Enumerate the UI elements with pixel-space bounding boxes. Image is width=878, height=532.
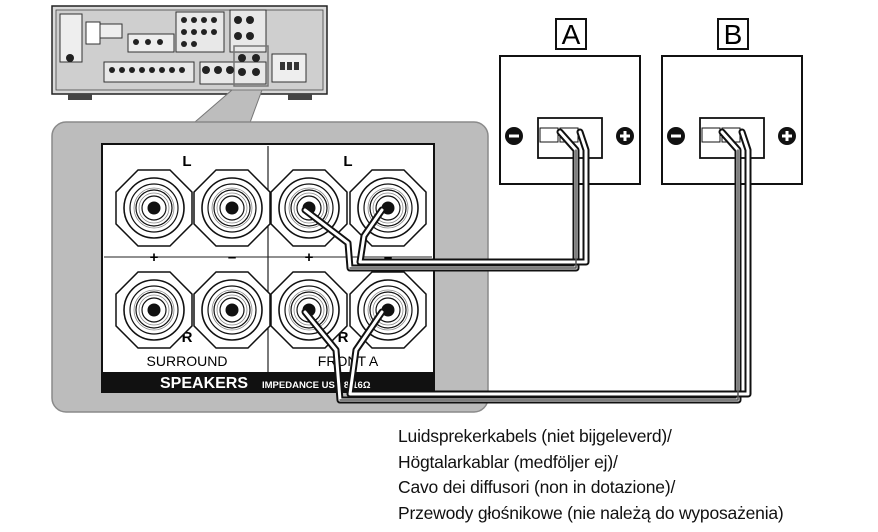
surround-left-label: L [182, 153, 191, 170]
surround-plus-label: + [150, 249, 159, 266]
speaker-cable-a [301, 128, 590, 272]
speaker-b-plus-icon [778, 127, 796, 145]
front-plus-label: + [305, 249, 314, 266]
impedance-label: IMPEDANCE USE 8-16Ω [262, 380, 371, 391]
surround-minus-label: – [228, 249, 236, 266]
caption-line-dutch: Luidsprekerkabels (niet bijgeleverd)/ [398, 426, 672, 446]
front-right-label: R [338, 329, 349, 346]
speaker-cable-b [301, 128, 752, 404]
front-group-label: FRONT A [318, 353, 379, 369]
caption-line-italian: Cavo dei diffusori (non in dotazione)/ [398, 477, 676, 497]
speaker-a-minus-icon [505, 127, 523, 145]
speaker-a-plus-icon [616, 127, 634, 145]
surround-right-plus-post [115, 271, 193, 349]
caption-line-swedish: Högtalarkablar (medföljer ej)/ [398, 451, 618, 472]
receiver-rear-illustration [51, 5, 328, 100]
caption-line-polish: Przewody głośnikowe (nie należą do wypos… [398, 502, 784, 523]
front-minus-label: – [384, 249, 392, 266]
front-right-plus-post [270, 271, 348, 349]
cable-caption: Luidsprekerkabels (niet bijgeleverd)/ Hö… [398, 424, 876, 526]
speaker-b-label: B [724, 19, 743, 50]
front-left-label: L [343, 153, 352, 170]
surround-right-label: R [182, 329, 193, 346]
surround-left-plus-post [115, 169, 193, 247]
speaker-b-minus-icon [667, 127, 685, 145]
speakers-label: SPEAKERS [160, 375, 248, 392]
surround-right-minus-post [193, 271, 271, 349]
speaker-a-label: A [562, 19, 581, 50]
surround-group-label: SURROUND [147, 353, 228, 369]
surround-left-minus-post [193, 169, 271, 247]
